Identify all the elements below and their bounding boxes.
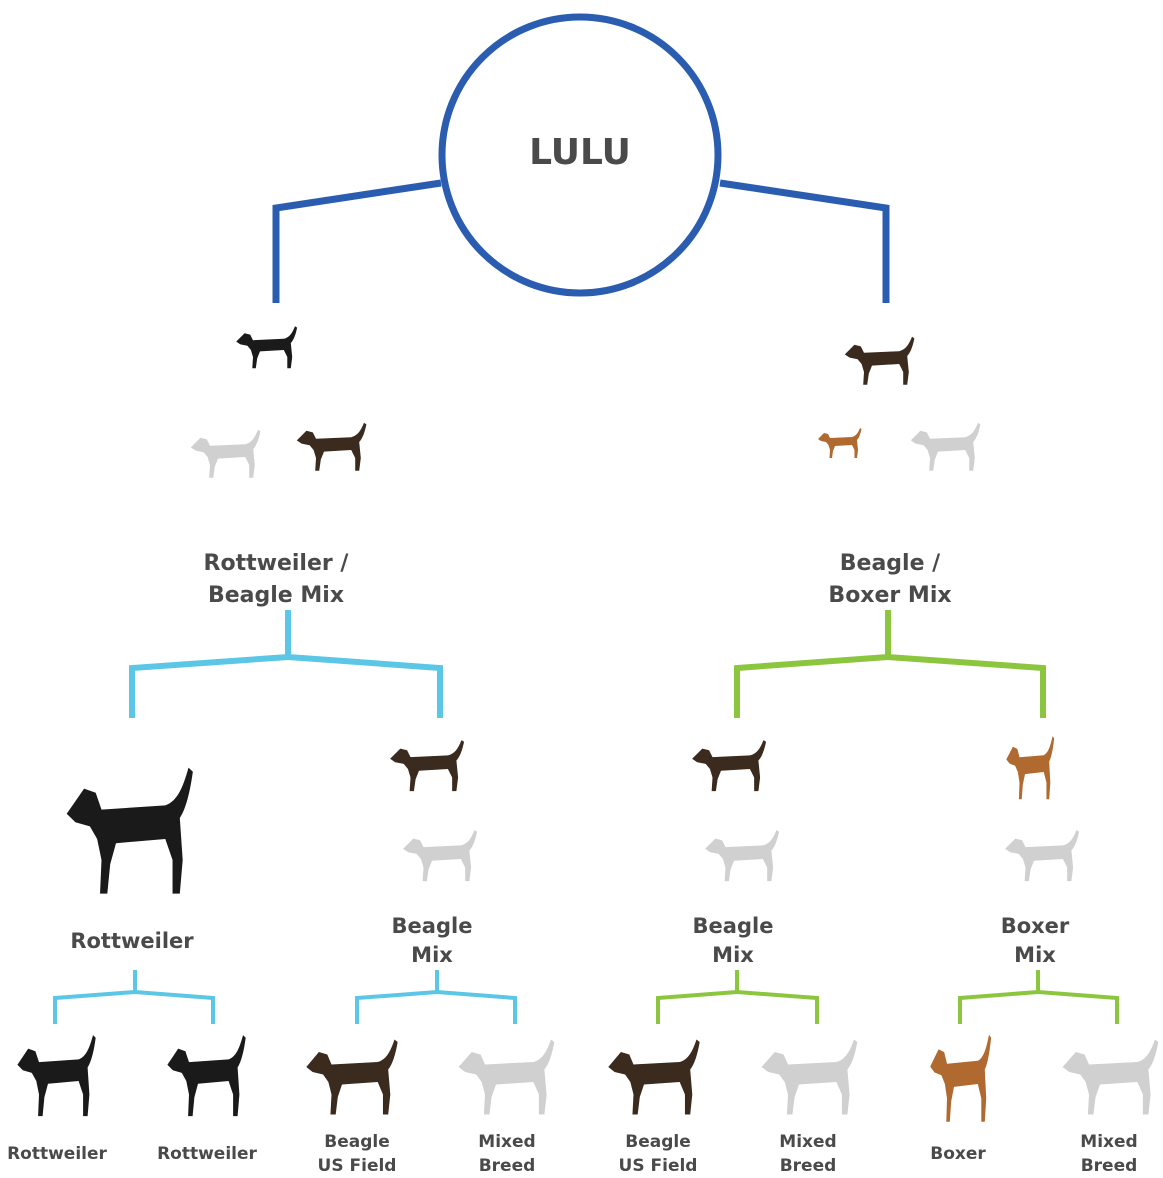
beagle-icon <box>296 422 367 471</box>
mixed-breed-icon <box>190 429 261 478</box>
parent-left-label-line2: Beagle Mix <box>208 583 344 608</box>
mixed-breed-icon <box>761 1039 858 1115</box>
ggp-5-label-line1: Beagle <box>625 1132 691 1152</box>
grandparent-4-label-line2: Mix <box>1014 943 1056 967</box>
ggp-4-label-line1: Mixed <box>478 1132 535 1152</box>
grandparent-3-icons <box>692 740 780 882</box>
mixed-breed-icon <box>910 422 981 471</box>
grandparent-4-icons <box>1005 736 1080 882</box>
beagle-icon <box>844 336 915 385</box>
root-circle <box>438 13 722 297</box>
parent-left-label-line1: Rottweiler / <box>204 551 350 576</box>
root-node: LULU <box>438 13 722 297</box>
parent-right-icons <box>818 336 981 471</box>
rottweiler-icon <box>236 326 298 369</box>
root-connector-left <box>272 179 442 303</box>
root-name: LULU <box>529 132 631 173</box>
beagle-icon <box>608 1039 700 1115</box>
ggp-2-label: Rottweiler <box>157 1144 257 1164</box>
parent-right-label-line1: Beagle / <box>840 551 941 576</box>
grandparent-3-label-line2: Mix <box>712 943 754 967</box>
boxer-icon <box>818 428 862 458</box>
ggp-5-label-line2: US Field <box>619 1156 698 1176</box>
parent-right-label-line2: Boxer Mix <box>828 583 951 608</box>
boxer-icon <box>930 1034 992 1122</box>
ggp-8-label-line1: Mixed <box>1080 1132 1137 1152</box>
boxer-icon <box>1006 736 1055 800</box>
ggp-6-label-line2: Breed <box>780 1156 837 1176</box>
mixed-breed-icon <box>705 830 780 882</box>
rottweiler-icon <box>17 1035 96 1117</box>
parent-left-icons <box>190 326 367 478</box>
beagle-icon <box>390 740 465 792</box>
grandparent-2-label-line1: Beagle <box>392 914 473 938</box>
rottweiler-icon <box>167 1035 246 1117</box>
mixed-breed-icon <box>403 830 478 882</box>
beagle-icon <box>306 1039 398 1115</box>
grandparent-4-label-line1: Boxer <box>1001 914 1070 938</box>
great-grandparent-icons <box>17 1034 1159 1122</box>
grandparent-1-label: Rottweiler <box>70 929 194 953</box>
grandparent-connectors <box>53 970 1119 1024</box>
ggp-4-label-line2: Breed <box>479 1156 536 1176</box>
ggp-3-label-line2: US Field <box>318 1156 397 1176</box>
beagle-icon <box>692 740 767 792</box>
grandparent-3-label-line1: Beagle <box>693 914 774 938</box>
mixed-breed-icon <box>1005 830 1080 882</box>
ggp-3-label-line1: Beagle <box>324 1132 390 1152</box>
root-connector-right <box>719 179 890 303</box>
ggp-7-label: Boxer <box>930 1144 986 1164</box>
grandparent-1-icons <box>66 767 193 894</box>
right-branch-connector <box>734 610 1046 718</box>
ggp-6-label-line1: Mixed <box>779 1132 836 1152</box>
left-branch-connector <box>129 610 443 718</box>
grandparent-2-icons <box>390 740 478 882</box>
rottweiler-icon <box>66 767 193 894</box>
ggp-1-label: Rottweiler <box>7 1144 107 1164</box>
ggp-8-label-line2: Breed <box>1081 1156 1138 1176</box>
grandparent-2-label-line2: Mix <box>411 943 453 967</box>
great-grandparent-labels: Rottweiler Rottweiler Beagle US Field Mi… <box>7 1132 1138 1176</box>
root-connectors <box>272 179 890 303</box>
mixed-breed-icon <box>1062 1039 1159 1115</box>
mixed-breed-icon <box>458 1039 555 1115</box>
